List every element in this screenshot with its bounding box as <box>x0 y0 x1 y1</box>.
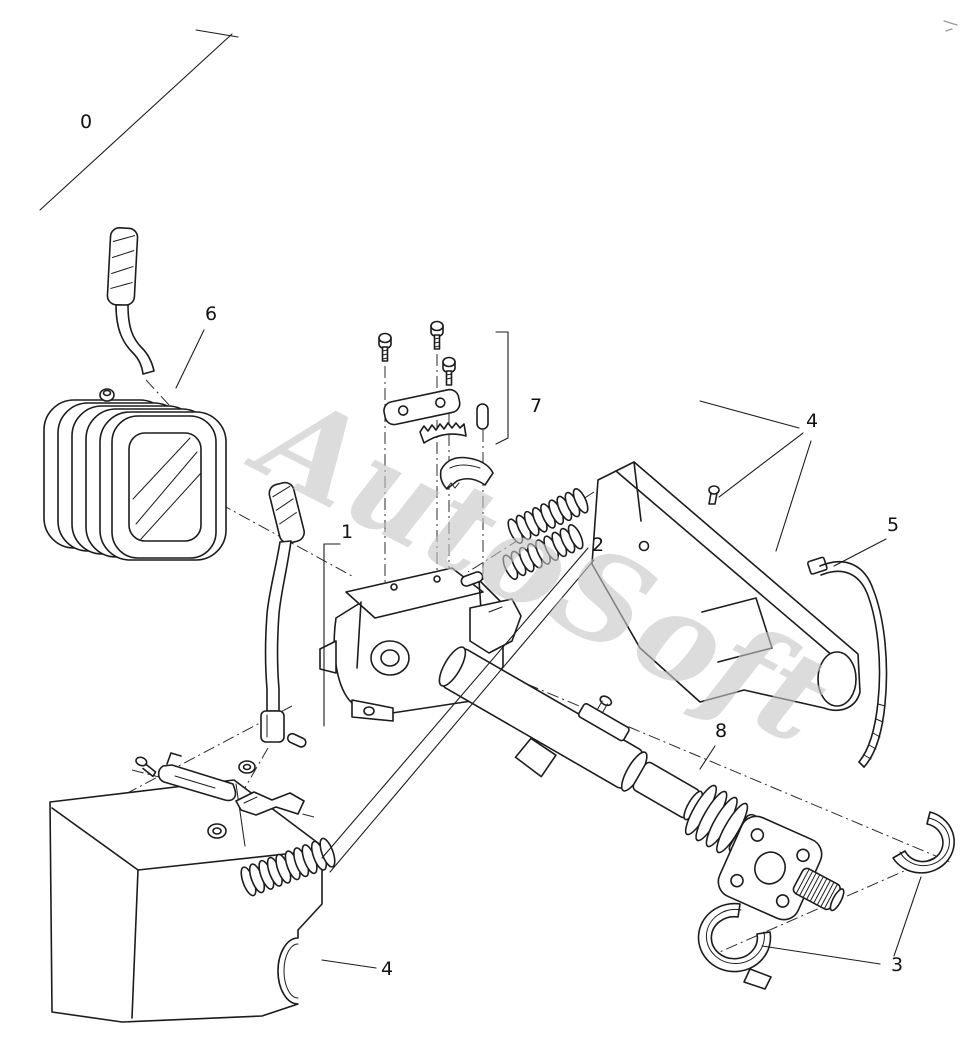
corner-marks <box>943 20 958 32</box>
screw <box>378 332 392 362</box>
bearing-shell-lower <box>697 902 772 973</box>
callout-3: 3 <box>891 954 903 976</box>
pawl-cam <box>439 456 494 490</box>
lever-knob <box>268 481 306 544</box>
lever-assembly-part <box>135 481 307 839</box>
spring-part <box>502 524 584 580</box>
tube-bellows <box>684 784 749 854</box>
callout-1: 1 <box>341 521 353 543</box>
cover-screw <box>708 485 720 505</box>
detent-clip <box>235 791 305 816</box>
clamp-wing <box>514 737 557 778</box>
lever-grip-upper <box>106 227 139 307</box>
cover-end-pipe <box>817 651 857 707</box>
spring-part <box>507 488 589 544</box>
callout-8: 8 <box>715 720 727 742</box>
stop-pin <box>476 403 489 430</box>
callout-leaders <box>39 29 922 969</box>
spring-part <box>240 837 336 897</box>
housing-left-wing <box>319 640 337 674</box>
lever-shaft <box>264 540 292 712</box>
screw <box>430 320 444 350</box>
toothed-sector <box>419 422 467 444</box>
flange-boss <box>754 851 786 885</box>
callout-0: 0 <box>80 111 92 133</box>
flange-hole <box>750 828 765 842</box>
small-screw <box>135 756 157 778</box>
boot-inner-opening <box>128 432 202 542</box>
tab-hole <box>363 706 375 716</box>
flange-hole <box>796 848 810 863</box>
bearing-shell-upper <box>892 811 955 874</box>
callout-4-lower: 4 <box>381 958 393 980</box>
bearing-shells-part <box>697 811 955 990</box>
lever-rod <box>115 304 155 375</box>
lower-cover-part <box>49 779 323 1023</box>
housing-top-plate <box>345 567 484 619</box>
shell-tab <box>743 968 772 990</box>
pivot-pin <box>286 732 307 748</box>
callout-4-upper: 4 <box>806 410 818 432</box>
clamp-plate <box>383 388 461 426</box>
flange-hole <box>730 873 744 888</box>
adjuster-hardware-part <box>378 320 494 490</box>
upper-cover-part <box>591 461 861 712</box>
washer-hole <box>212 827 222 835</box>
splined-shaft <box>792 867 845 912</box>
boot-nipple-top <box>102 389 112 397</box>
callout-6: 6 <box>205 303 217 325</box>
callout-5: 5 <box>887 514 899 536</box>
screw <box>442 356 456 386</box>
clamp-bolt <box>599 695 613 707</box>
callout-2: 2 <box>592 534 604 556</box>
bolt-hole <box>433 575 441 583</box>
cover-hole <box>638 540 650 552</box>
housing-boss-bore <box>380 649 400 667</box>
callout-labels: 0 6 1 7 2 4 5 8 3 4 <box>80 111 903 980</box>
jacket-end <box>438 646 467 687</box>
bolt-hole <box>390 583 398 591</box>
strap-head <box>806 556 828 575</box>
callout-7: 7 <box>530 395 542 417</box>
flange-hole <box>775 894 790 908</box>
boot-bellows-part <box>43 227 227 561</box>
roll-pin <box>460 571 484 587</box>
pawl-bracket <box>469 598 522 654</box>
cable-strap-part <box>806 556 888 768</box>
washer-hole <box>242 763 252 771</box>
lever-clevis <box>260 710 285 743</box>
tube-clamp <box>577 702 630 742</box>
